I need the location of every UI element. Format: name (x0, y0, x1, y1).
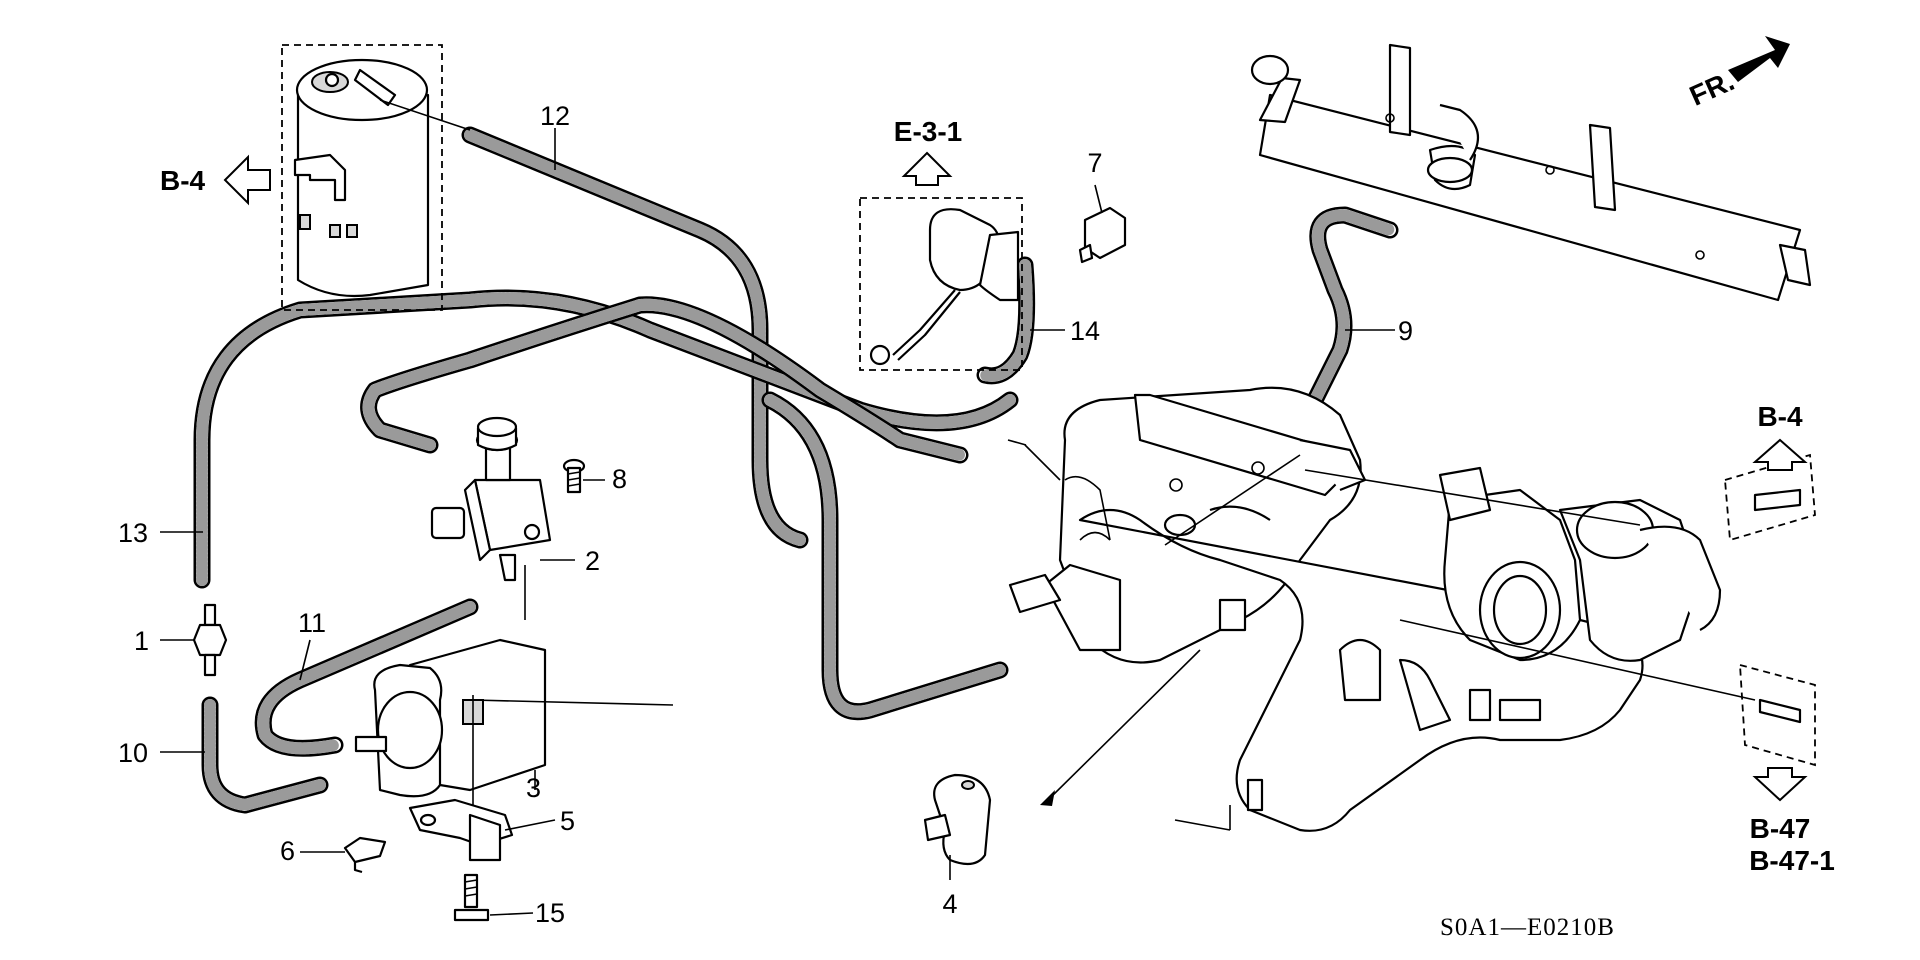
callout-10: 10 (118, 738, 148, 768)
b4-left-arrow-icon[interactable] (223, 154, 271, 206)
b4-right-up-arrow-icon[interactable] (1752, 438, 1808, 471)
hose-14 (976, 256, 1036, 385)
ref-b47-1[interactable]: B-47-1 (1749, 845, 1835, 876)
hose-10 (201, 696, 329, 814)
callout-15: 15 (535, 898, 565, 928)
ref-b47[interactable]: B-47 (1750, 813, 1811, 844)
callout-6: 6 (280, 836, 295, 866)
ref-b4-right[interactable]: B-4 (1757, 401, 1803, 432)
callout-4: 4 (942, 889, 957, 919)
reference-leaders (1007, 439, 1756, 806)
clip-4 (923, 773, 992, 866)
bolt-8 (562, 458, 586, 494)
hose-11 (254, 598, 479, 757)
clamp-6 (343, 836, 387, 874)
ref-b4-left[interactable]: B-4 (160, 165, 206, 196)
front-direction-arrow-icon (1728, 36, 1790, 82)
b47-down-arrow-icon[interactable] (1752, 767, 1808, 802)
callout-11: 11 (298, 608, 326, 638)
callout-3: 3 (526, 773, 541, 803)
callout-13: 13 (118, 518, 148, 548)
bracket-5 (408, 798, 514, 862)
evap-canister (281, 44, 471, 311)
callout-leaders (160, 128, 1395, 916)
callout-7: 7 (1087, 148, 1102, 178)
callout-9: 9 (1398, 316, 1413, 346)
callout-8: 8 (612, 464, 627, 494)
egr-valve (859, 197, 1023, 371)
ref-box-b47 (1739, 663, 1816, 767)
hose-12 (461, 126, 809, 549)
sensor-7 (1078, 206, 1127, 264)
fuel-rail (1250, 43, 1812, 302)
callout-14: 14 (1070, 316, 1100, 346)
ref-box-b4-right (1724, 453, 1816, 542)
hose-13b (360, 296, 969, 464)
bolt-15 (453, 873, 490, 922)
purge-canister-3 (354, 638, 674, 820)
check-valve-1 (192, 603, 228, 677)
callout-1: 1 (134, 626, 149, 656)
callout-12: 12 (540, 101, 570, 131)
diagram-code: S0A1—E0210B (1440, 914, 1615, 941)
callout-2: 2 (585, 546, 600, 576)
intake-manifold (1008, 386, 1722, 832)
e31-up-arrow-icon[interactable] (901, 151, 953, 186)
hose-long-lower (761, 391, 1009, 720)
hose-13 (193, 289, 1019, 589)
purge-control-solenoid (430, 416, 552, 582)
ref-e31[interactable]: E-3-1 (894, 116, 962, 147)
hose-9 (1291, 206, 1399, 439)
callout-5: 5 (560, 806, 575, 836)
